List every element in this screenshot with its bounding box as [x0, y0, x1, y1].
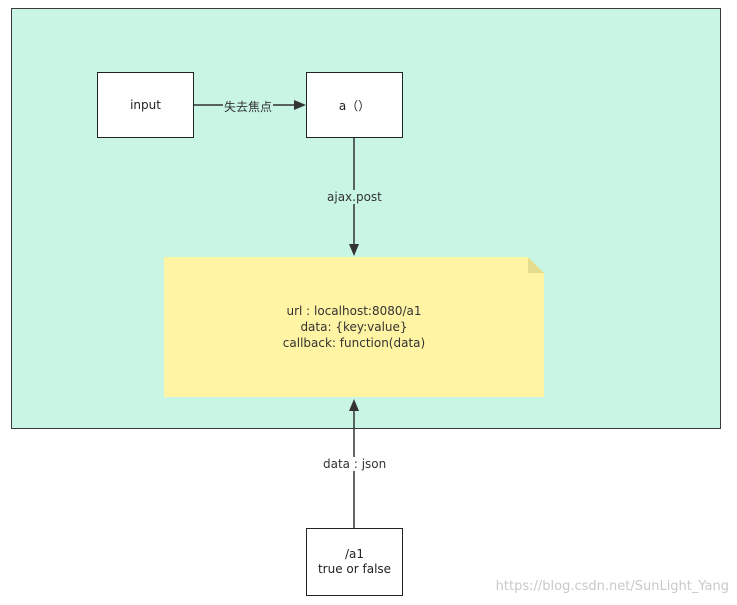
input-node: input	[97, 72, 194, 138]
watermark: https://blog.csdn.net/SunLight_Yang	[495, 579, 729, 594]
edge-label-data-json: data : json	[322, 457, 388, 471]
input-node-label: input	[130, 98, 161, 112]
note-url-line: url : localhost:8080/a1	[286, 304, 422, 318]
function-a-node: a（）	[306, 72, 403, 138]
edge-label-blur: 失去焦点	[223, 100, 274, 114]
note-text: url : localhost:8080/a1 data: {key:value…	[164, 257, 544, 397]
ajax-config-note: url : localhost:8080/a1 data: {key:value…	[164, 257, 544, 397]
note-data-line: data: {key:value}	[300, 320, 408, 334]
a1-endpoint-node: /a1 true or false	[306, 528, 403, 596]
a1-endpoint-path: /a1	[344, 547, 365, 561]
function-a-label: a（）	[338, 98, 371, 113]
a1-endpoint-result: true or false	[317, 562, 392, 576]
note-shape	[164, 257, 544, 397]
edge-label-ajax-post: ajax.post	[326, 190, 383, 204]
note-callback-line: callback: function(data)	[282, 336, 426, 350]
